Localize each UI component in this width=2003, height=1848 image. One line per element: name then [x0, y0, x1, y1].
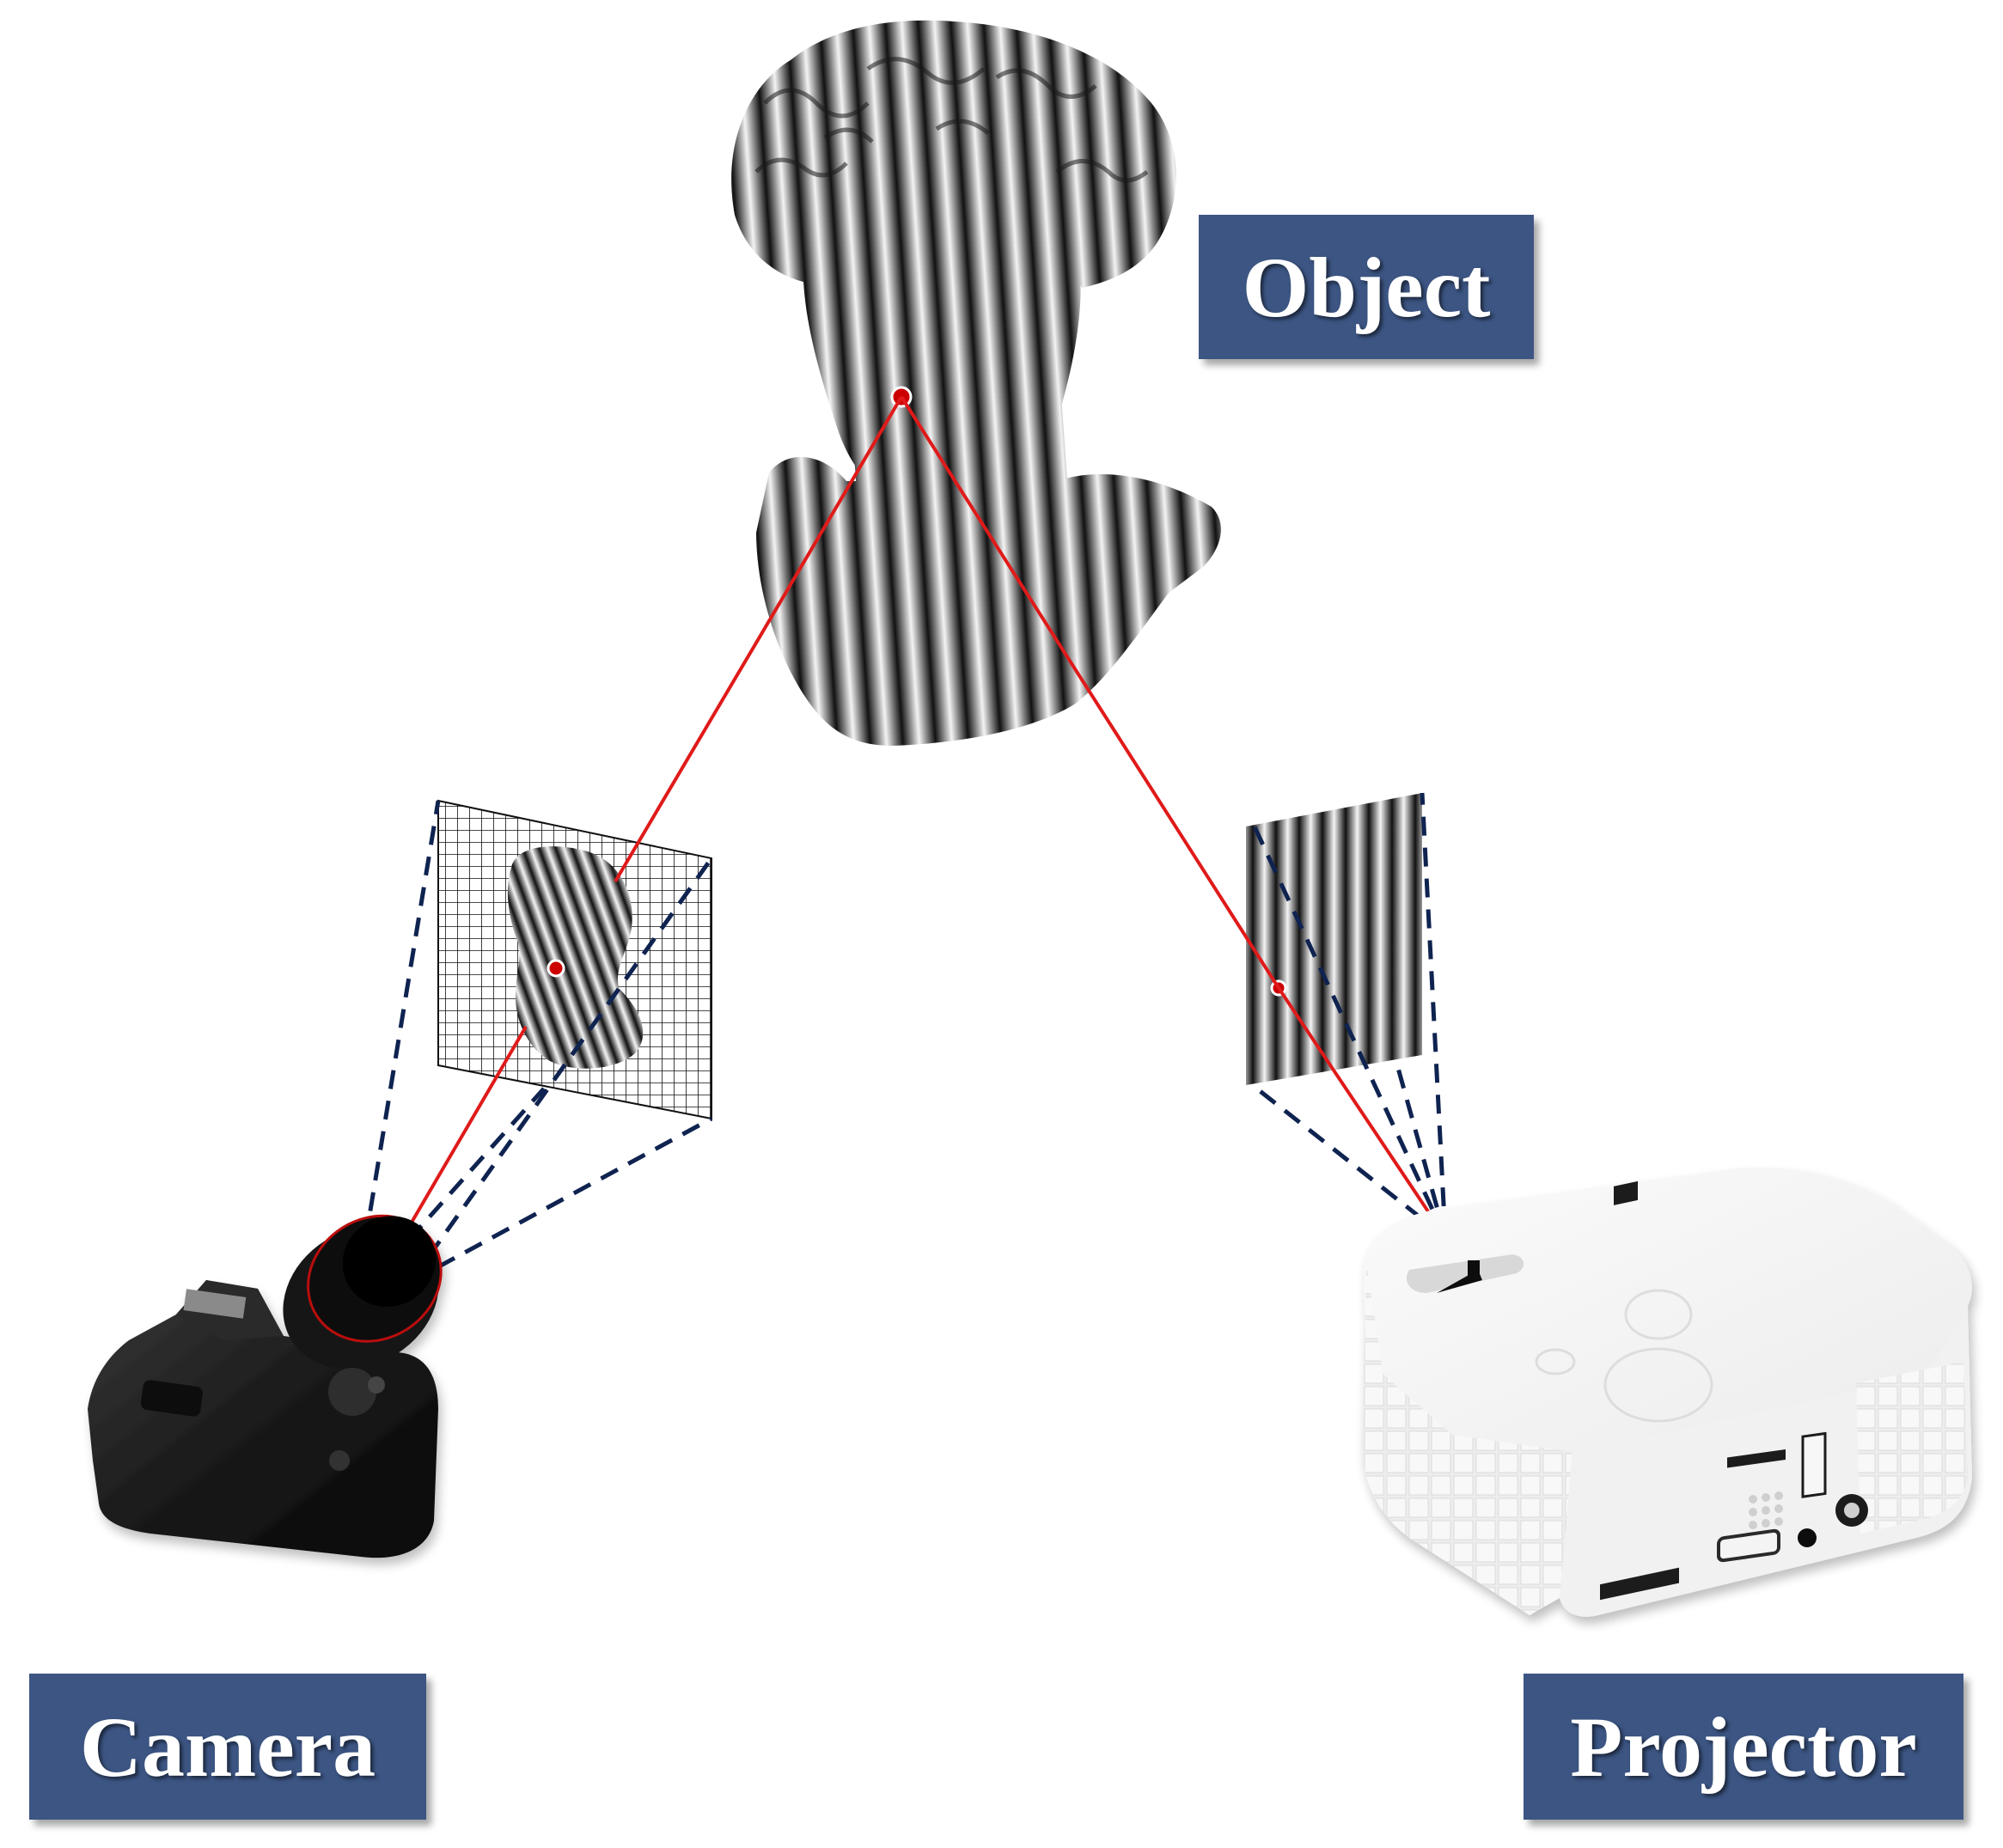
camera-image-point — [547, 959, 565, 978]
object-label: Object — [1199, 215, 1534, 359]
object-label-text: Object — [1242, 239, 1491, 335]
bust-object — [731, 20, 1221, 746]
triangulation-rays — [399, 395, 1447, 1243]
projector-label: Projector — [1524, 1674, 1963, 1820]
projector-frustum — [1250, 792, 1448, 1239]
projector-icon — [1362, 1168, 1972, 1617]
camera-label: Camera — [29, 1674, 426, 1820]
projector-fringe-pattern — [1246, 793, 1422, 1085]
camera-label-text: Camera — [79, 1699, 376, 1795]
projector-label-text: Projector — [1570, 1699, 1917, 1795]
camera-image-bust — [507, 846, 644, 1069]
dslr-camera-icon — [88, 1214, 443, 1558]
camera-image-plane — [437, 799, 712, 1120]
